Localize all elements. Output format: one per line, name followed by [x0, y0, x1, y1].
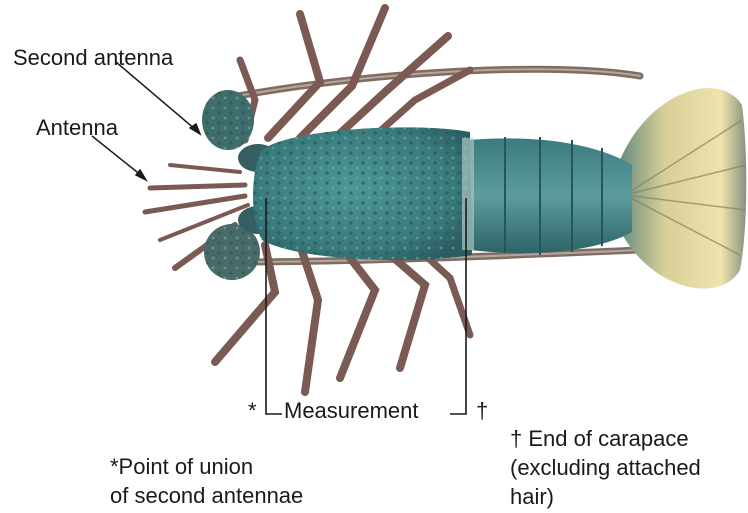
tail-fan — [620, 88, 746, 288]
point-of-union-note: *Point of union of second antennae — [110, 452, 303, 510]
note-line: (excluding attached — [510, 453, 701, 482]
asterisk-marker: * — [248, 398, 257, 424]
abdomen — [470, 137, 632, 255]
dagger-marker: † — [476, 398, 488, 424]
note-line: *Point of union — [110, 452, 303, 481]
note-line: of second antennae — [110, 481, 303, 510]
note-line: † End of carapace — [510, 424, 701, 453]
measurement-label: Measurement — [284, 398, 419, 424]
note-line: hair) — [510, 482, 701, 511]
carapace — [253, 127, 474, 260]
second-antenna-label: Second antenna — [13, 45, 173, 71]
end-of-carapace-note: † End of carapace (excluding attached ha… — [510, 424, 701, 511]
antenna-label: Antenna — [36, 115, 118, 141]
